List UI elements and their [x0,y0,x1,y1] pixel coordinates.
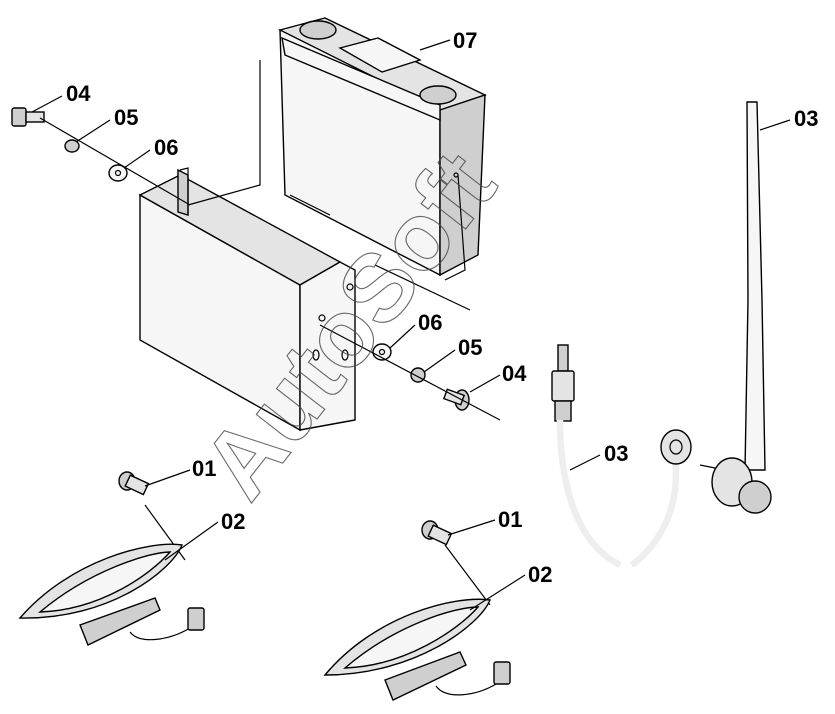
callout-03: 03 [794,106,818,131]
screw-left [118,471,150,496]
callout-02: 02 [528,562,552,587]
callout-04: 04 [66,81,91,106]
callout-01: 01 [498,507,522,532]
callout-leaders [31,39,791,611]
callout-06: 06 [154,135,178,160]
callout-02: 02 [221,509,245,534]
callout-05: 05 [458,335,482,360]
callout-06: 06 [418,310,442,335]
radio-unit [278,17,487,277]
callout-labels: 07 04 05 06 03 06 05 04 03 01 02 01 02 [66,28,818,587]
bolt-left [11,107,45,127]
guide-lines [39,60,501,606]
callout-04: 04 [502,361,527,386]
mounting-bracket [138,167,356,432]
speaker-right [323,598,511,701]
callout-05: 05 [114,105,138,130]
callout-03: 03 [604,441,628,466]
speaker-left [18,543,205,646]
washer-left [108,164,128,182]
antenna-cable [551,344,692,568]
callout-01: 01 [192,456,216,481]
antenna-mast [699,101,772,514]
screw-right [421,520,453,546]
callout-07: 07 [453,28,477,53]
nut-left [64,139,80,153]
